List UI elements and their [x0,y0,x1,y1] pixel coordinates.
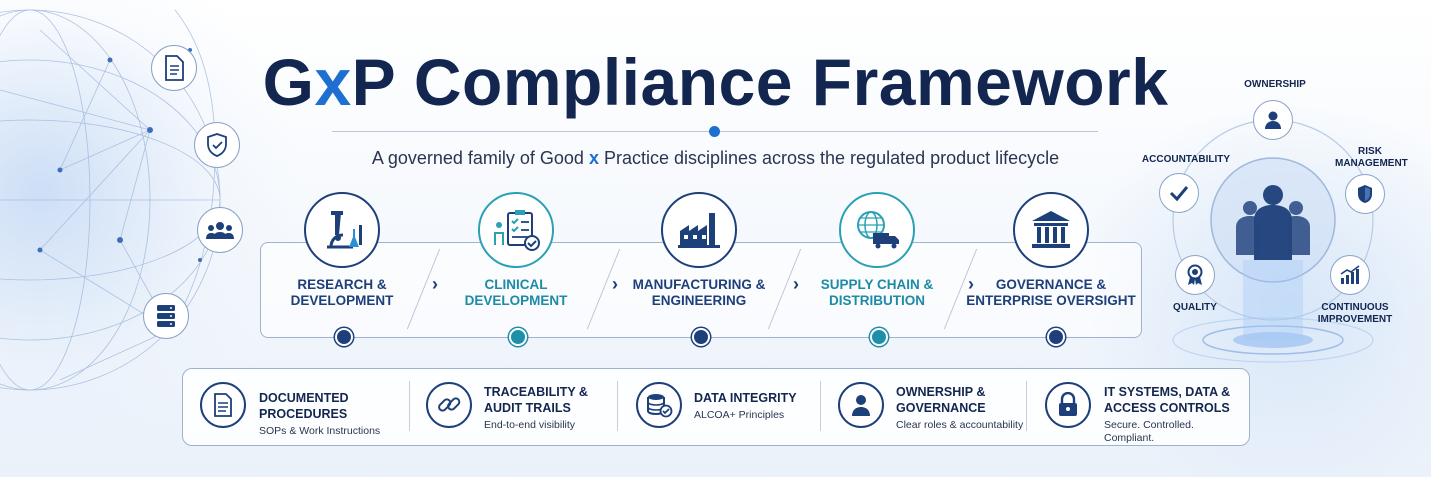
title-main: Compliance Framework [413,45,1169,119]
pillar-title-1: IT Systems, Data & [1104,385,1231,399]
pillar-title-1: Ownership & [896,385,986,399]
stage-label-supply-chain: Supply Chain &Distribution [792,277,962,309]
pillar-ownership: Ownership & Governance Clear roles & acc… [896,384,1024,432]
factory-icon [661,192,737,268]
checkmark-icon [1159,173,1199,213]
chevron-right-icon: › [432,274,438,294]
subtitle: A governed family of Good x Practice dis… [0,148,1431,169]
chevron-right-icon: › [612,274,618,294]
growth-chart-icon [1330,255,1370,295]
page-title: GxP Compliance Framework [0,44,1431,120]
pillar-title: Data Integrity [694,391,797,405]
pillar-documented-procedures: Documented Procedures SOPs & Work Instru… [259,390,409,438]
stage-node [1047,328,1065,346]
subtitle-text-2: Practice disciplines across the regulate… [598,148,1060,168]
pillar-title-2: Audit Trails [484,401,571,415]
padlock-icon [1045,382,1091,428]
cycle-label-ownership: OWNERSHIP [1244,79,1306,90]
governance-cycle-graphic [1172,119,1374,363]
chain-link-icon [426,382,472,428]
pillar-it-systems: IT Systems, Data & Access Controls Secur… [1104,384,1244,445]
stage-node [692,328,710,346]
pillar-divider [617,381,618,431]
stage-node [335,328,353,346]
document-icon [200,382,246,428]
person-icon [1253,100,1293,140]
pillar-data-integrity: Data Integrity ALCOA+ Principles [694,390,814,422]
pillar-title: Documented Procedures [259,391,349,421]
database-check-icon [636,382,682,428]
pillar-title-2: Access Controls [1104,401,1230,415]
title-divider-dot [709,126,720,137]
shield-icon [1345,174,1385,214]
stage-line-2: Development [290,293,394,308]
pillar-divider [409,381,410,431]
pillar-traceability: Traceability & Audit Trails End-to-end v… [484,384,614,432]
risk-line-1: RISK [1358,146,1382,157]
stage-line-1: Supply Chain & [820,277,934,292]
pillar-title-1: Traceability & [484,385,588,399]
pillar-subtitle: Secure. Controlled. Compliant. [1104,419,1194,444]
stage-label-clinical: ClinicalDevelopment [431,277,601,309]
shield-check-icon [194,122,240,168]
award-ribbon-icon [1175,255,1215,295]
risk-line-2: MANAGEMENT [1335,158,1408,169]
pillar-divider [1026,381,1027,431]
title-g: G [262,45,315,119]
globe-truck-icon [839,192,915,268]
pillar-title-2: Governance [896,401,986,415]
stage-line-1: Clinical [484,277,548,292]
document-icon [151,45,197,91]
stage-node [509,328,527,346]
pillar-subtitle: ALCOA+ Principles [694,409,785,421]
microscope-icon [304,192,380,268]
person-icon [838,382,884,428]
chevron-right-icon: › [968,274,974,294]
pillar-subtitle: Clear roles & accountability [896,419,1024,431]
stage-line-2: Enterprise Oversight [966,293,1136,308]
title-x: x [314,45,352,119]
cycle-label-quality: QUALITY [1173,302,1217,313]
stage-line-1: Manufacturing & [632,277,766,292]
stage-label-governance: Governance &Enterprise Oversight [966,277,1136,309]
pillar-subtitle: SOPs & Work Instructions [259,425,381,437]
stage-node [870,328,888,346]
stage-label-research: Research &Development [257,277,427,309]
team-icon [197,207,243,253]
subtitle-x: x [588,148,599,168]
stage-line-1: Research & [297,277,387,292]
chevron-right-icon: › [793,274,799,294]
institution-icon [1013,192,1089,268]
stage-line-1: Governance & [995,277,1107,292]
subtitle-text-1: A governed family of Good [371,148,589,168]
server-icon [143,293,189,339]
clipboard-checklist-icon [478,192,554,268]
pillar-subtitle: End-to-end visibility [484,419,576,431]
cycle-label-accountability: ACCOUNTABILITY [1141,154,1231,165]
title-p: P [351,45,395,119]
ci-line-1: CONTINUOUS [1321,302,1389,313]
stage-line-2: Development [464,293,568,308]
globe-network-graphic [0,9,221,391]
ci-line-2: IMPROVEMENT [1317,314,1393,325]
pillar-divider [820,381,821,431]
stage-line-2: Engineering [651,293,747,308]
stage-line-2: Distribution [829,293,925,308]
stage-label-manufacturing: Manufacturing &Engineering [614,277,784,309]
